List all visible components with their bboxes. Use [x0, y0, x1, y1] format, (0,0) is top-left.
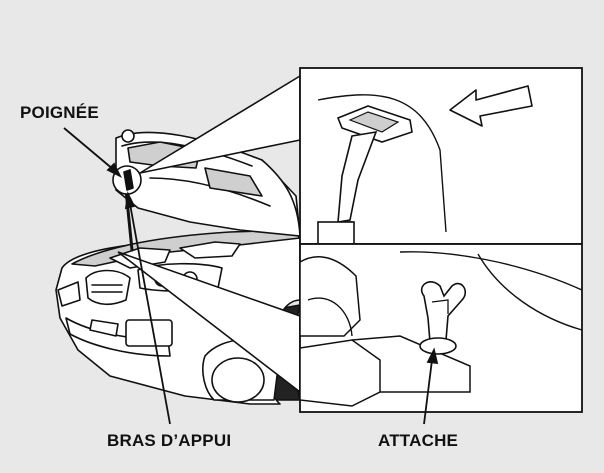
license-plate-area: [125, 319, 173, 347]
clip-base: [419, 337, 457, 355]
lower-ledge: [351, 335, 471, 393]
hood-emblem: [121, 129, 135, 143]
clip-pointer-head: [426, 347, 439, 365]
clip-label: ATTACHE: [378, 431, 459, 450]
direction-arrow-icon: [449, 85, 533, 127]
hood-underside-curve: [317, 94, 447, 233]
grille-bars: [91, 284, 123, 293]
rod-collar: [317, 221, 355, 245]
engine-part-2: [179, 241, 241, 259]
windshield-edge: [261, 159, 301, 237]
handle-recess: [348, 111, 400, 133]
lower-detail-panel: [299, 243, 583, 413]
clip-detail: [431, 299, 449, 314]
handle-pointer-line: [63, 127, 115, 171]
support-bracket: [299, 255, 361, 337]
prop-pointer-line: [129, 203, 171, 425]
upper-detail-panel: [299, 67, 583, 245]
label-pointers: [63, 127, 439, 425]
handle-label: POIGNÉE: [20, 103, 99, 122]
front-wheel: [211, 357, 265, 403]
handle-grip: [123, 169, 134, 191]
upper-contour: [399, 251, 583, 291]
clip-pointer-line: [423, 359, 433, 425]
prop-pointer-head: [124, 191, 136, 210]
clip-body: [420, 281, 467, 343]
bracket-curve: [307, 297, 353, 337]
prop-rod-label: BRAS D’APPUI: [107, 431, 232, 450]
hood-panel-inner-2: [204, 167, 263, 197]
headlight-left: [57, 281, 81, 307]
grille: [85, 269, 131, 306]
handle-pointer-head: [106, 162, 123, 179]
mid-contour: [477, 253, 583, 331]
fog-light: [89, 319, 119, 337]
rod-sleeve: [337, 130, 378, 223]
car-illustration: [55, 129, 301, 405]
